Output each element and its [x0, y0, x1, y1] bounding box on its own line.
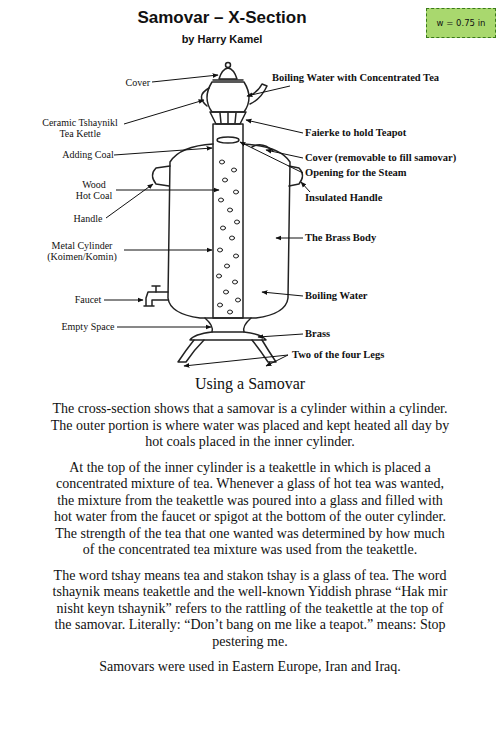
body-paragraph: Samovars were used in Eastern Europe, Ir… — [50, 659, 450, 676]
leader-line — [266, 150, 303, 158]
leader-line — [258, 334, 303, 337]
diagram-title: Samovar – X-Section — [97, 8, 347, 28]
part-label: Faucet — [48, 294, 128, 305]
part-label: The Brass Body — [305, 232, 495, 244]
neck — [205, 318, 251, 332]
leader-line — [104, 300, 143, 301]
brass-base — [190, 332, 266, 340]
crown-slots — [220, 113, 236, 123]
part-label: Adding Coal — [48, 149, 128, 160]
part-label: Wood Hot Coal — [74, 179, 114, 201]
steam-opening — [217, 137, 239, 143]
leader-line — [114, 148, 212, 155]
leader-line — [117, 327, 211, 328]
coal — [219, 198, 224, 202]
leader-line — [246, 120, 303, 133]
leader-line — [184, 355, 288, 366]
coal — [228, 208, 233, 212]
body-paragraph: The cross-section shows that a samovar i… — [50, 401, 450, 451]
leader-line — [240, 142, 303, 173]
brass-body — [168, 144, 290, 318]
leader-line — [106, 184, 153, 218]
leader-line — [266, 355, 288, 366]
coal — [223, 178, 228, 182]
top-cover — [219, 68, 237, 79]
tea-kettle — [207, 82, 249, 112]
part-label: Boiling Water — [305, 290, 495, 302]
part-label: Insulated Handle — [305, 192, 495, 204]
coal — [221, 226, 226, 230]
size-tag-box: w = 0.75 in — [426, 8, 496, 38]
coal — [225, 264, 230, 268]
part-label: Empty Space — [48, 321, 128, 332]
part-label: Faierke to hold Teapot — [305, 127, 495, 139]
coal — [234, 254, 239, 258]
part-label: Brass — [305, 328, 495, 340]
removable-cover — [252, 145, 273, 151]
section-heading: Using a Samovar — [50, 374, 450, 393]
kettle-handle — [201, 88, 209, 106]
leader-line — [262, 292, 303, 296]
faucet-tap — [152, 286, 160, 292]
samovar-drawing — [144, 63, 303, 363]
coal — [233, 280, 238, 284]
leader-line — [124, 250, 212, 251]
part-label: Metal Cylinder (Koimen/Komin) — [38, 240, 126, 262]
part-label: Boiling Water with Concentrated Tea — [272, 72, 494, 84]
coal — [232, 168, 237, 172]
leader-line — [124, 100, 204, 124]
part-label: Opening for the Steam — [305, 167, 495, 179]
left-leg — [178, 340, 204, 362]
leader-line — [247, 86, 290, 96]
leader-line — [116, 190, 219, 191]
lid-rim — [213, 79, 243, 81]
body-paragraph: At the top of the inner cylinder is a te… — [50, 460, 450, 559]
part-label: Cover — [100, 77, 150, 88]
coal — [234, 190, 239, 194]
author-line: by Harry Kamel — [97, 33, 347, 46]
coal — [217, 274, 222, 278]
coal — [218, 248, 223, 252]
metal-cylinder — [213, 124, 243, 318]
left-handle — [153, 166, 171, 186]
part-label: Two of the four Legs — [292, 349, 492, 361]
coal — [218, 303, 223, 307]
faierke-crown — [210, 112, 246, 124]
leader-line — [301, 182, 310, 192]
coal — [228, 310, 233, 314]
coal — [230, 236, 235, 240]
hot-coals — [217, 160, 241, 314]
coal — [224, 290, 229, 294]
coal — [235, 220, 240, 224]
kettle-spout — [249, 84, 267, 104]
part-label: Cover (removable to fill samovar) — [305, 152, 495, 164]
text-column: Using a SamovarThe cross-section shows t… — [50, 374, 450, 685]
leader-lines — [104, 75, 310, 366]
leader-line — [152, 75, 218, 82]
cover-knob — [226, 63, 231, 68]
box-text: w = 0.75 in — [437, 18, 486, 28]
faucet — [144, 292, 168, 306]
body-paragraph: The word tshay means tea and stakon tsha… — [50, 568, 450, 651]
part-label: Ceramic Tshaynikl Tea Kettle — [36, 117, 124, 139]
coal — [220, 160, 225, 164]
coal — [236, 298, 241, 302]
part-label: Handle — [48, 213, 128, 224]
leader-line — [276, 238, 303, 239]
